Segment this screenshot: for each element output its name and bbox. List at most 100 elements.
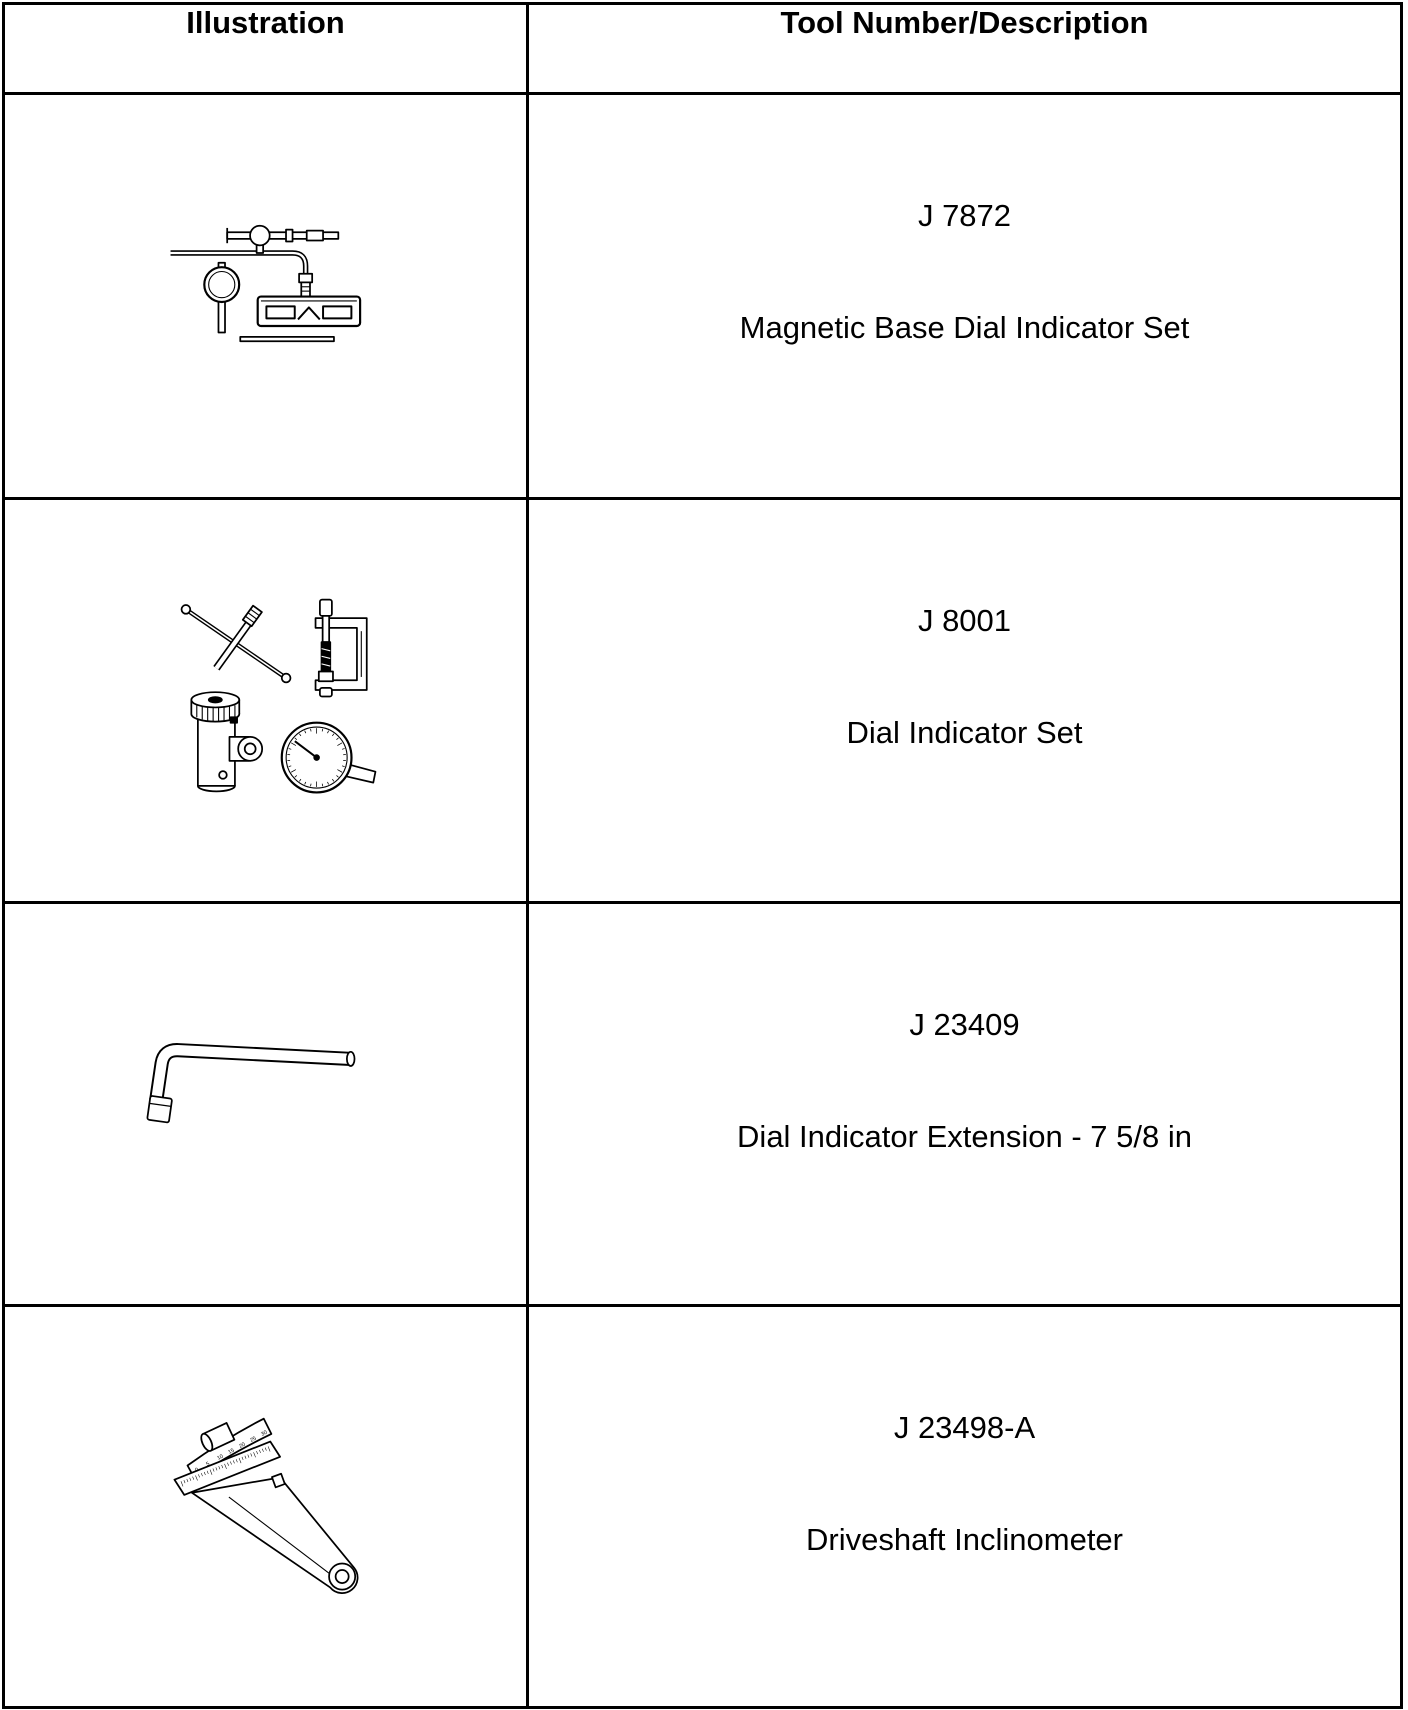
header-illustration-label: Illustration — [186, 5, 345, 40]
dial-tick — [294, 775, 298, 778]
tool-description: Magnetic Base Dial Indicator Set — [739, 310, 1190, 345]
scale-label: 20 — [238, 1442, 246, 1450]
header-cell-tool: Tool Number/Description — [529, 5, 1400, 92]
inclinometer-tick — [262, 1448, 264, 1452]
t-handle-cap-knurl — [247, 612, 258, 620]
knurled-cap-hole — [207, 696, 223, 704]
magnetic-base-v-notch — [297, 306, 321, 321]
rod-clamp — [298, 272, 314, 284]
table-row: J 8001 Dial Indicator Set — [5, 500, 1400, 904]
inclinometer-tick — [264, 1447, 267, 1451]
inclinometer-tick — [203, 1471, 206, 1476]
clamp-post-hole — [218, 770, 228, 780]
clamp-post — [300, 281, 311, 298]
clamp-set-screw — [229, 716, 238, 724]
c-clamp-thread-line — [321, 663, 331, 667]
table-row: J 23409 Dial Indicator Extension - 7 5/8… — [5, 904, 1400, 1307]
inclinometer-tick — [201, 1473, 203, 1477]
tool-number: J 23409 — [909, 1007, 1020, 1042]
t-handle-cap-knurl — [245, 615, 255, 624]
c-clamp — [314, 598, 368, 698]
illustration-cell — [5, 500, 529, 901]
inclinometer-lock-knob — [271, 1472, 286, 1489]
table-header-row: Illustration Tool Number/Description — [5, 5, 1400, 95]
inclinometer-tick — [247, 1454, 250, 1458]
inclinometer-tick — [232, 1460, 235, 1464]
dial-tick — [288, 765, 292, 768]
clamp-lug — [237, 735, 264, 762]
inclinometer-tick — [235, 1459, 238, 1463]
inclinometer-tick — [241, 1456, 244, 1461]
inclinometer-tick — [238, 1457, 242, 1464]
dial-indicator-stem — [217, 300, 226, 334]
dial-tick — [299, 733, 302, 737]
table-row: J 7872 Magnetic Base Dial Indicator Set — [5, 95, 1400, 500]
illustration-cell: 0 5 10 15 20 25 30 — [5, 1307, 529, 1706]
magnetic-base-window-left — [265, 305, 296, 320]
t-handle-cross-rod-core — [214, 620, 252, 670]
scale-label: 0 — [194, 1467, 200, 1474]
c-clamp-screw-shaft — [321, 615, 331, 643]
dial-tick — [336, 737, 339, 740]
flat-extension-bar — [239, 336, 335, 343]
t-handle-ball-end — [280, 672, 292, 684]
tool-description: Driveshaft Inclinometer — [805, 1522, 1123, 1557]
extension-rod — [146, 1043, 356, 1124]
header-tool-label: Tool Number/Description — [780, 5, 1149, 40]
tool-cell: J 23409 Dial Indicator Extension - 7 5/8… — [529, 904, 1400, 1304]
dial-gauge-face — [285, 726, 348, 789]
illustration-cell — [5, 95, 529, 497]
t-handle-cap-knurl — [250, 608, 260, 617]
scale-label: 30 — [260, 1430, 268, 1438]
tool-number: J 7872 — [917, 198, 1012, 233]
scale-label: 5 — [205, 1461, 211, 1468]
c-clamp-screw-knob — [319, 598, 333, 617]
dial-tick — [327, 781, 329, 785]
rod-sleeve — [285, 228, 294, 243]
inclinometer-tick — [224, 1463, 227, 1470]
t-handle-rod — [180, 604, 292, 684]
dial-tick — [290, 742, 297, 746]
dial-indicator — [203, 261, 241, 334]
inclinometer-arm — [190, 1472, 359, 1594]
tool-cell: J 23498-A Driveshaft Inclinometer — [529, 1307, 1400, 1706]
level-vial-end — [200, 1432, 214, 1452]
inclinometer-tick — [212, 1468, 215, 1472]
c-clamp-pad — [317, 670, 334, 683]
inclinometer-tick — [267, 1446, 271, 1452]
inclinometer-level-vial — [200, 1422, 236, 1452]
inclinometer-tick — [253, 1452, 256, 1458]
tool-number: J 23498-A — [893, 1410, 1036, 1445]
inclinometer-tick — [250, 1453, 253, 1457]
t-handle-ball-end — [180, 604, 192, 615]
inclinometer-tick — [206, 1470, 209, 1474]
inclinometer-tick — [198, 1474, 200, 1478]
tool-cell: J 8001 Dial Indicator Set — [529, 500, 1400, 901]
driveshaft-inclinometer-icon: 0 5 10 15 20 25 30 — [173, 1417, 359, 1594]
inclinometer-tick — [189, 1477, 192, 1481]
c-clamp-foot — [319, 686, 333, 698]
extension-rod-end — [346, 1050, 356, 1067]
collar-ring — [149, 1102, 172, 1108]
inclinometer-arm-body — [190, 1476, 359, 1594]
inclinometer-tick — [186, 1478, 189, 1483]
inclinometer-tick — [221, 1464, 224, 1469]
tool-description: Dial Indicator Set — [846, 715, 1083, 750]
scale-label: 10 — [216, 1454, 224, 1462]
inclinometer-tick — [259, 1449, 261, 1454]
dial-tick — [337, 769, 343, 773]
dial-indicator-extension-icon — [146, 1043, 356, 1124]
tool-description: Dial Indicator Extension - 7 5/8 in — [737, 1119, 1192, 1154]
dial-tick — [341, 748, 345, 750]
inclinometer-tick — [215, 1467, 218, 1471]
magnetic-base — [256, 295, 362, 328]
dial-gauge-hub — [313, 754, 320, 761]
inclinometer-tick — [230, 1461, 232, 1465]
dial-gauge — [280, 721, 377, 794]
dial-tick — [294, 737, 298, 740]
dial-indicator-face — [208, 270, 236, 299]
inclinometer-arm-fold — [228, 1496, 334, 1577]
header-cell-illustration: Illustration — [5, 5, 529, 92]
magnetic-base-window-right — [322, 305, 353, 320]
knurled-clamp — [190, 691, 264, 793]
